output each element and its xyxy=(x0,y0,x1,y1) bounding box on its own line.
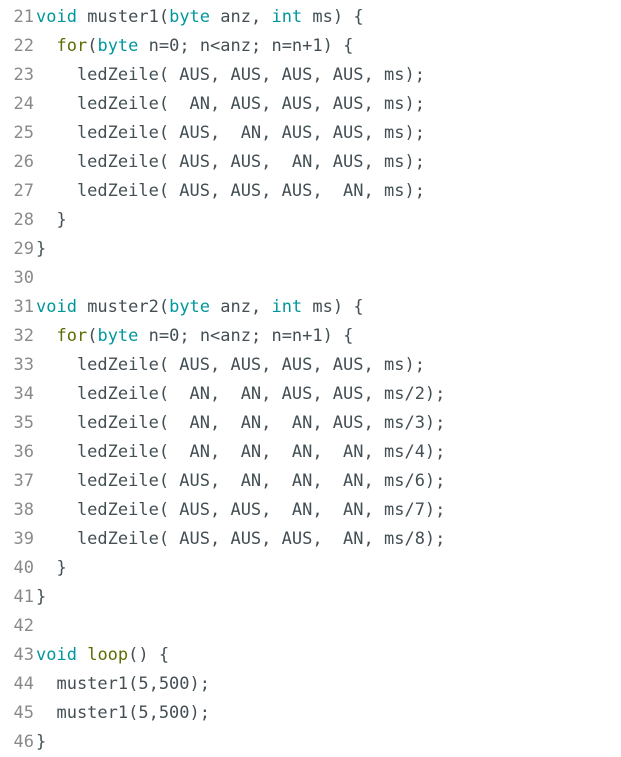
code-text: anz, xyxy=(210,7,272,27)
code-function: loop xyxy=(87,645,129,665)
line-number: 25 xyxy=(13,123,34,143)
code-text: ( xyxy=(87,36,98,56)
code-line[interactable]: 23 ledZeile( AUS, AUS, AUS, AUS, ms); xyxy=(0,61,621,90)
code-text: muster2( xyxy=(76,297,170,317)
code-keyword: void xyxy=(36,645,77,665)
code-keyword: int xyxy=(271,297,303,317)
code-line[interactable]: 38 ledZeile( AUS, AUS, AN, AN, ms/7); xyxy=(0,496,621,525)
code-text: ledZeile( AUS, AUS, AUS, AN, ms); xyxy=(36,181,425,201)
code-text: n=0; n<anz; n=n+1) { xyxy=(138,326,354,346)
code-text: ledZeile( AUS, AUS, AN, AN, ms/7); xyxy=(36,500,446,520)
code-function: for xyxy=(56,36,88,56)
line-number: 27 xyxy=(13,181,34,201)
line-number: 22 xyxy=(13,36,34,56)
code-keyword: byte xyxy=(169,297,211,317)
code-line[interactable]: 45 muster1(5,500); xyxy=(0,699,621,728)
line-number: 21 xyxy=(13,7,34,27)
code-line[interactable]: 33 ledZeile( AUS, AUS, AUS, AUS, ms); xyxy=(0,351,621,380)
code-text: ledZeile( AUS, AUS, AUS, AUS, ms); xyxy=(36,65,425,85)
line-number: 44 xyxy=(13,674,34,694)
code-keyword: byte xyxy=(169,7,211,27)
code-line[interactable]: 25 ledZeile( AUS, AN, AUS, AUS, ms); xyxy=(0,119,621,148)
code-text: ms) { xyxy=(302,297,364,317)
code-line[interactable]: 27 ledZeile( AUS, AUS, AUS, AN, ms); xyxy=(0,177,621,206)
code-function: for xyxy=(56,326,88,346)
code-text: } xyxy=(36,210,67,230)
code-text: } xyxy=(36,558,67,578)
code-line[interactable]: 30 xyxy=(0,264,621,293)
code-text: ledZeile( AN, AN, AN, AUS, ms/3); xyxy=(36,413,446,433)
code-text: ( xyxy=(87,326,98,346)
code-text xyxy=(36,36,56,56)
line-number: 26 xyxy=(13,152,34,172)
line-number: 40 xyxy=(13,558,34,578)
line-number: 36 xyxy=(13,442,34,462)
code-text: n=0; n<anz; n=n+1) { xyxy=(138,36,354,56)
code-line[interactable]: 40 } xyxy=(0,554,621,583)
code-text: ledZeile( AN, AN, AN, AN, ms/4); xyxy=(36,442,446,462)
line-number: 31 xyxy=(13,297,34,317)
code-text: () { xyxy=(128,645,170,665)
code-line[interactable]: 22 for(byte n=0; n<anz; n=n+1) { xyxy=(0,32,621,61)
code-text: } xyxy=(36,239,47,259)
code-text: } xyxy=(36,732,47,752)
line-number: 23 xyxy=(13,65,34,85)
code-text: muster1( xyxy=(76,7,170,27)
code-line[interactable]: 39 ledZeile( AUS, AUS, AUS, AN, ms/8); xyxy=(0,525,621,554)
code-line[interactable]: 46} xyxy=(0,728,621,757)
code-text: anz, xyxy=(210,297,272,317)
line-number: 37 xyxy=(13,471,34,491)
code-keyword: byte xyxy=(97,326,139,346)
code-line[interactable]: 36 ledZeile( AN, AN, AN, AN, ms/4); xyxy=(0,438,621,467)
code-line[interactable]: 24 ledZeile( AN, AUS, AUS, AUS, ms); xyxy=(0,90,621,119)
line-number: 38 xyxy=(13,500,34,520)
code-text: } xyxy=(36,587,47,607)
code-text xyxy=(36,326,56,346)
code-line[interactable]: 44 muster1(5,500); xyxy=(0,670,621,699)
code-line[interactable]: 42 xyxy=(0,612,621,641)
code-text: ledZeile( AUS, AUS, AN, AUS, ms); xyxy=(36,152,425,172)
code-line[interactable]: 28 } xyxy=(0,206,621,235)
code-text xyxy=(77,645,87,665)
code-line[interactable]: 34 ledZeile( AN, AN, AUS, AUS, ms/2); xyxy=(0,380,621,409)
line-number: 29 xyxy=(13,239,34,259)
line-number: 41 xyxy=(13,587,34,607)
line-number: 39 xyxy=(13,529,34,549)
code-keyword: void xyxy=(36,297,77,317)
code-text: muster1(5,500); xyxy=(36,674,210,694)
code-text: muster1(5,500); xyxy=(36,703,210,723)
line-number: 30 xyxy=(13,268,34,288)
line-number: 32 xyxy=(13,326,34,346)
code-line[interactable]: 29} xyxy=(0,235,621,264)
line-number: 24 xyxy=(13,94,34,114)
code-text: ledZeile( AUS, AN, AN, AN, ms/6); xyxy=(36,471,446,491)
code-text: ledZeile( AUS, AUS, AUS, AUS, ms); xyxy=(36,355,425,375)
line-number: 35 xyxy=(13,413,34,433)
code-keyword: void xyxy=(36,7,77,27)
code-text: ledZeile( AUS, AN, AUS, AUS, ms); xyxy=(36,123,425,143)
code-text: ledZeile( AUS, AUS, AUS, AN, ms/8); xyxy=(36,529,446,549)
code-line[interactable]: 41} xyxy=(0,583,621,612)
line-number: 43 xyxy=(13,645,34,665)
code-line[interactable]: 35 ledZeile( AN, AN, AN, AUS, ms/3); xyxy=(0,409,621,438)
code-text: ledZeile( AN, AN, AUS, AUS, ms/2); xyxy=(36,384,446,404)
line-number: 33 xyxy=(13,355,34,375)
line-number: 34 xyxy=(13,384,34,404)
code-keyword: int xyxy=(271,7,303,27)
line-number: 45 xyxy=(13,703,34,723)
line-number: 46 xyxy=(13,732,34,752)
code-text: ledZeile( AN, AUS, AUS, AUS, ms); xyxy=(36,94,425,114)
code-text: ms) { xyxy=(302,7,364,27)
code-line[interactable]: 32 for(byte n=0; n<anz; n=n+1) { xyxy=(0,322,621,351)
code-keyword: byte xyxy=(97,36,139,56)
line-number: 42 xyxy=(13,616,34,636)
code-line[interactable]: 26 ledZeile( AUS, AUS, AN, AUS, ms); xyxy=(0,148,621,177)
code-line[interactable]: 37 ledZeile( AUS, AN, AN, AN, ms/6); xyxy=(0,467,621,496)
line-number: 28 xyxy=(13,210,34,230)
